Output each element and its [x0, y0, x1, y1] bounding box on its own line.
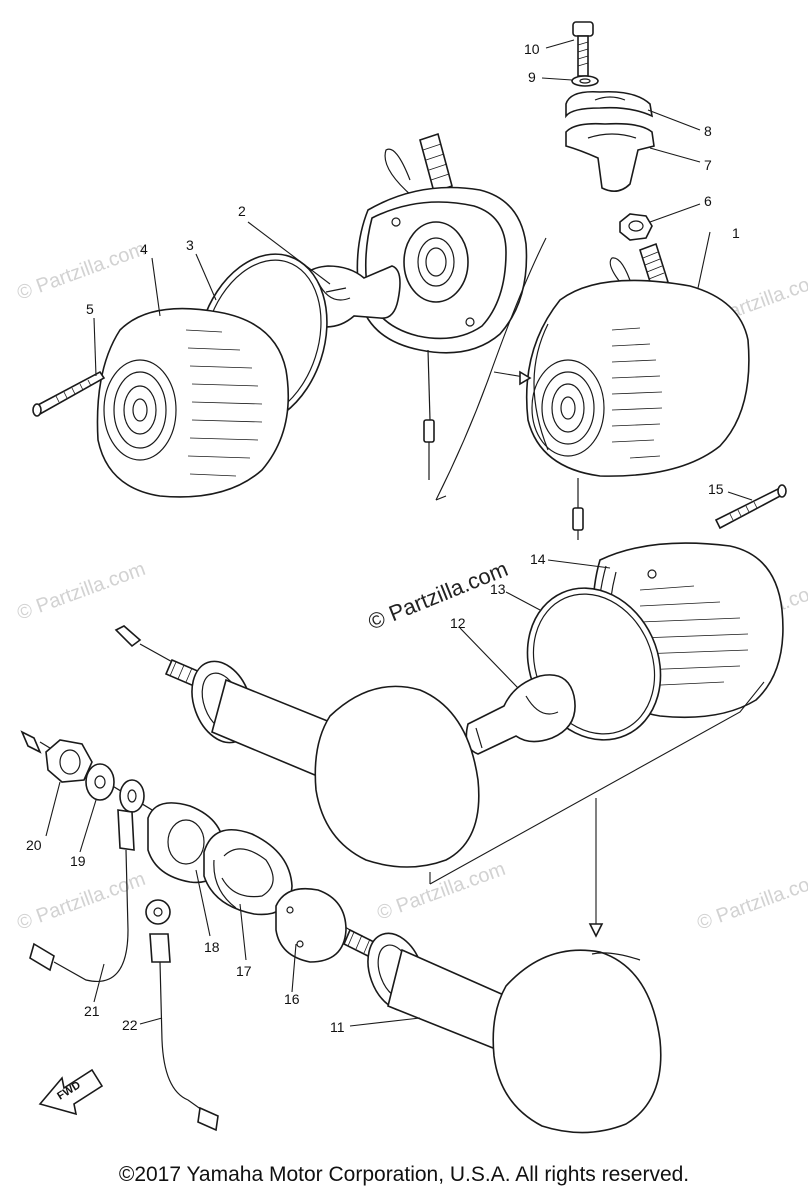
rubber-damper	[203, 828, 293, 916]
ring-terminal	[145, 899, 171, 925]
callout-10: 10	[524, 41, 540, 57]
callout-21: 21	[84, 1003, 100, 1019]
socket-ring	[403, 221, 469, 303]
callout-20: 20	[26, 837, 42, 853]
clamp-assembly	[565, 21, 655, 241]
lens-top	[96, 307, 289, 498]
screw-shank	[714, 486, 786, 530]
lamp-housing-open	[356, 132, 528, 480]
wire-connector	[29, 942, 55, 972]
clamp-bolt-shank	[577, 35, 589, 77]
assembly-bracket	[429, 681, 765, 885]
lamp-connector	[572, 507, 584, 531]
screw-head	[32, 403, 42, 417]
callout-13: 13	[490, 581, 506, 597]
stem-shell	[492, 949, 662, 1134]
lower-clamp	[565, 122, 655, 192]
arrow-head	[588, 923, 604, 938]
callout-5: 5	[86, 301, 94, 317]
callout-6: 6	[704, 193, 712, 209]
copyright-notice: ©2017 Yamaha Motor Corporation, U.S.A. A…	[118, 1163, 690, 1186]
callout-11: 11	[330, 1019, 345, 1035]
lens-screw-bottom	[714, 484, 787, 530]
watermark-text: © Partzilla.com	[14, 558, 148, 625]
bulb-bottom	[465, 674, 576, 755]
callout-19: 19	[70, 853, 86, 869]
callout-18: 18	[204, 939, 220, 955]
callout-14: 14	[530, 551, 546, 567]
upper-clamp	[565, 90, 654, 119]
watermark-text: © Partzilla.com	[694, 868, 808, 935]
arrow-head	[519, 370, 532, 386]
wire-end-connector	[20, 730, 42, 754]
callout-9: 9	[528, 69, 536, 85]
stem-tube	[211, 678, 331, 780]
mounting-plate	[275, 887, 347, 963]
housing-connector	[423, 419, 435, 443]
mounting-hardware	[20, 730, 351, 1132]
fwd-arrow: FWD	[38, 1068, 104, 1116]
stem-housing-bottom	[342, 928, 662, 1134]
watermark-text: © Partzilla.com	[14, 238, 148, 305]
clamp-bolt-head	[572, 21, 594, 37]
lens-body	[96, 307, 289, 498]
callout-2: 2	[238, 203, 246, 219]
mounting-washer	[85, 763, 115, 801]
ground-terminal	[119, 779, 145, 813]
callout-4: 4	[140, 241, 148, 257]
lens-screw-top	[32, 370, 106, 417]
callout-8: 8	[704, 123, 712, 139]
lamp-housing	[525, 279, 750, 477]
callout-1: 1	[732, 225, 740, 241]
assembled-lamp-top	[525, 242, 750, 540]
stem-connector	[114, 625, 142, 648]
parts-diagram: © Partzilla.com © Partzilla.com © Partzi…	[14, 21, 808, 1134]
callout-22: 22	[122, 1017, 138, 1033]
stem-housing-middle	[114, 625, 480, 868]
mounting-nut	[45, 739, 93, 783]
bulb-glass	[465, 674, 576, 755]
callout-16: 16	[284, 991, 300, 1007]
leader-lines	[45, 39, 753, 1027]
screw-shank	[34, 370, 106, 416]
ring-terminal-crimp	[149, 933, 171, 963]
callout-12: 12	[450, 615, 466, 631]
callout-7: 7	[704, 157, 712, 173]
wire-connector	[197, 1106, 219, 1132]
callout-numbers: 1 2 3 4 5 6 7 8 9 10 11 12 13 14 15 16 1…	[26, 41, 740, 1035]
callout-3: 3	[186, 237, 194, 253]
housing-stud	[419, 132, 453, 194]
stem-tube	[387, 948, 507, 1052]
assembly-bracket	[435, 237, 547, 501]
clamp-washer	[571, 75, 599, 87]
stem-shell	[314, 685, 480, 868]
callout-17: 17	[236, 963, 252, 979]
watermark-text: © Partzilla.com	[374, 858, 508, 925]
clamp-nut	[619, 213, 653, 241]
terminal-crimp	[117, 809, 135, 851]
screw-head	[777, 484, 787, 498]
callout-15: 15	[708, 481, 724, 497]
fwd-arrow-icon	[38, 1068, 104, 1116]
